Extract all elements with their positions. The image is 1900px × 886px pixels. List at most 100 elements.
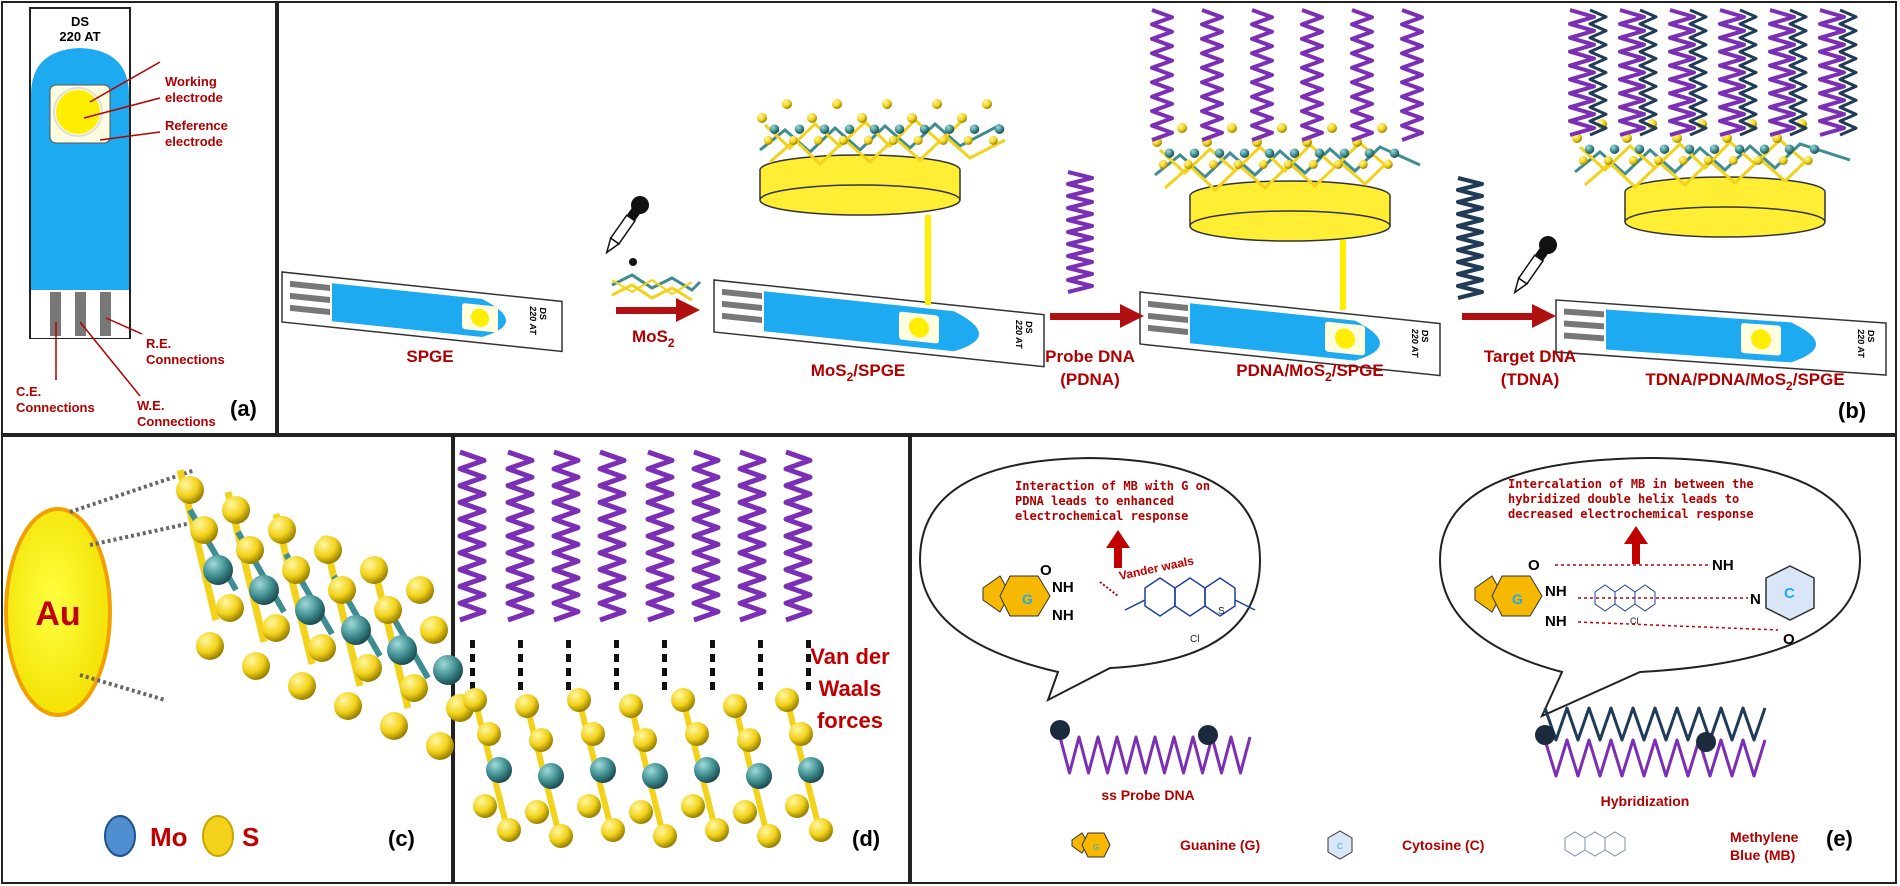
s-atom bbox=[288, 672, 316, 700]
left-note-1: Interaction of MB with G on bbox=[1015, 479, 1210, 493]
dna-strand bbox=[1738, 8, 1758, 137]
s-atom bbox=[354, 654, 382, 682]
mb-legend-label-1: Methylene bbox=[1730, 829, 1799, 845]
s-atom bbox=[705, 818, 729, 842]
mo-atom bbox=[944, 124, 955, 134]
we-label-1: W.E. bbox=[137, 398, 164, 413]
lattice-2-atoms bbox=[1152, 123, 1400, 169]
mo-atom bbox=[1289, 148, 1300, 158]
vdw-dash bbox=[518, 668, 523, 676]
s-atom bbox=[1283, 159, 1293, 169]
s-atom bbox=[473, 794, 497, 818]
s-atom bbox=[633, 728, 657, 752]
dna-strand bbox=[691, 449, 721, 623]
s-atom bbox=[577, 794, 601, 818]
label-spge: SPGE bbox=[406, 347, 453, 366]
svg-text:G: G bbox=[1093, 843, 1099, 852]
s-atom bbox=[733, 800, 757, 824]
mo-atom bbox=[295, 595, 325, 625]
right-note-2: hybridized double helix leads to bbox=[1508, 492, 1739, 506]
mo-atom bbox=[203, 555, 233, 585]
label-mos2-sub: 2 bbox=[668, 336, 675, 350]
s-atom bbox=[932, 99, 942, 109]
mo-atom bbox=[1364, 148, 1375, 158]
vdw-dash bbox=[566, 654, 571, 662]
s-atom bbox=[400, 674, 428, 702]
label-mos2-spge-a: MoS bbox=[811, 361, 847, 380]
bond bbox=[680, 699, 716, 821]
vdw-dash bbox=[806, 668, 811, 676]
mo-atom bbox=[798, 757, 824, 783]
methylene-blue-right bbox=[1594, 584, 1656, 612]
bond bbox=[472, 699, 508, 821]
au-sphere bbox=[4, 507, 112, 717]
s-atom bbox=[216, 594, 244, 622]
s-atom bbox=[653, 824, 677, 848]
target-dna-helix bbox=[1456, 176, 1484, 300]
vdw-dash bbox=[710, 682, 715, 690]
s-atom bbox=[1308, 159, 1318, 169]
connection-strip-2 bbox=[75, 292, 86, 336]
working-label-2: electrode bbox=[165, 90, 223, 105]
vdw-dash bbox=[470, 668, 475, 676]
dna-strand bbox=[645, 449, 675, 623]
svg-text:NH: NH bbox=[1545, 613, 1567, 630]
s-atom bbox=[1227, 123, 1237, 133]
mo-atom bbox=[1164, 148, 1175, 158]
s-atom bbox=[515, 694, 539, 718]
label-mos2: MoS2 bbox=[632, 327, 675, 350]
s-atom bbox=[982, 99, 992, 109]
mo-atom bbox=[1709, 144, 1720, 154]
mo-atom bbox=[590, 757, 616, 783]
cytosine-legend-icon: C bbox=[1327, 830, 1353, 860]
mo-atom bbox=[1609, 144, 1620, 154]
vdw-dash bbox=[758, 640, 763, 648]
mo-atom bbox=[1659, 144, 1670, 154]
svg-text:O: O bbox=[1783, 631, 1795, 648]
s-atom bbox=[1778, 155, 1788, 165]
mo-atom bbox=[433, 655, 463, 685]
s-atom bbox=[1578, 155, 1588, 165]
vdw-dash bbox=[710, 668, 715, 676]
dna-strand bbox=[1788, 8, 1808, 137]
s-atom bbox=[601, 818, 625, 842]
vdw-dash bbox=[758, 668, 763, 676]
dna-strand bbox=[1400, 8, 1424, 142]
mo-legend-label: Mo bbox=[150, 822, 188, 852]
disk-tdna bbox=[1624, 176, 1826, 238]
arrow-1 bbox=[616, 298, 700, 322]
svg-text:NH: NH bbox=[1052, 607, 1074, 624]
s-atom bbox=[1358, 159, 1368, 169]
mb-legend-label-2: Blue (MB) bbox=[1730, 847, 1795, 863]
svg-text:C: C bbox=[1337, 842, 1343, 851]
s-atom bbox=[1803, 155, 1813, 165]
arrow-3 bbox=[1462, 304, 1556, 328]
mo-atom bbox=[919, 124, 930, 134]
vdw-label-1: Van der bbox=[810, 644, 890, 669]
s-atom bbox=[242, 652, 270, 680]
tdna-helices bbox=[1568, 8, 1858, 137]
left-note-3: electrochemical response bbox=[1015, 509, 1188, 523]
lattice-1-atoms bbox=[757, 99, 1005, 145]
dna-strand bbox=[597, 449, 627, 623]
mb-legend-icon bbox=[1564, 831, 1626, 857]
panel-e-tag: (e) bbox=[1826, 826, 1853, 851]
s-legend-icon bbox=[202, 815, 234, 857]
mo-atom bbox=[1239, 148, 1250, 158]
dna-strand bbox=[505, 449, 535, 623]
bond bbox=[576, 699, 612, 821]
right-note-1: Intercalation of MB in between the bbox=[1508, 477, 1754, 491]
svg-text:G: G bbox=[1022, 591, 1033, 607]
s-atom bbox=[1728, 155, 1738, 165]
s-atom bbox=[788, 135, 798, 145]
mo-atom bbox=[1584, 144, 1595, 154]
reference-label-2: electrode bbox=[165, 134, 223, 149]
label-pdna-sub: 2 bbox=[1325, 370, 1332, 384]
mo-atom bbox=[341, 615, 371, 645]
dna-strand bbox=[1250, 8, 1274, 142]
s-atom bbox=[1158, 159, 1168, 169]
svg-text:NH: NH bbox=[1545, 583, 1567, 600]
vdw-dash bbox=[662, 668, 667, 676]
s-atom bbox=[176, 476, 204, 504]
s-atom bbox=[1753, 155, 1763, 165]
